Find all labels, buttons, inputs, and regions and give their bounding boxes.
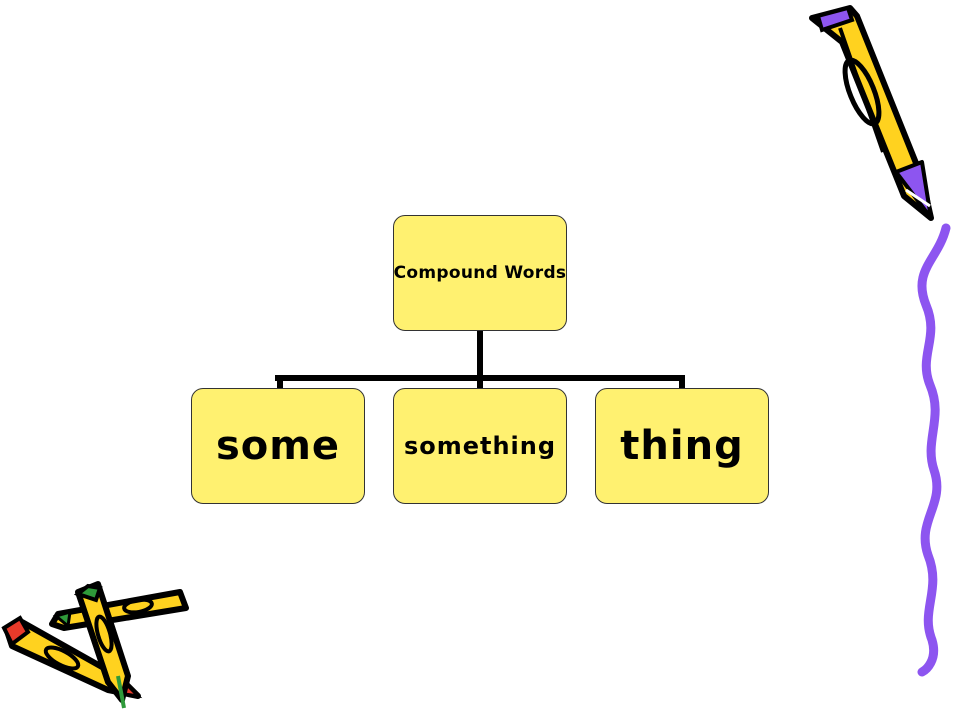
root-node-compound-words: Compound Words <box>393 215 567 331</box>
child-node-thing: thing <box>595 388 769 504</box>
child-node-label: something <box>403 432 557 460</box>
child-node-something: something <box>393 388 567 504</box>
child-node-some: some <box>191 388 365 504</box>
root-node-label: Compound Words <box>393 263 567 283</box>
child-node-label: some <box>215 423 341 469</box>
child-node-label: thing <box>620 423 744 469</box>
